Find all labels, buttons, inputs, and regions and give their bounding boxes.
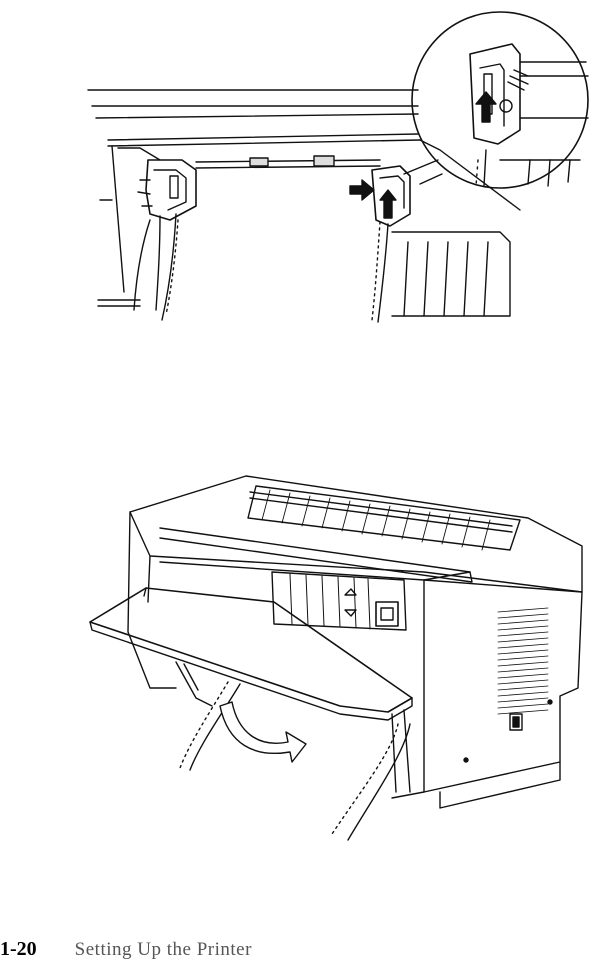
page-number: 1-20 [0, 938, 37, 961]
tractor-lever-illustration [0, 10, 592, 330]
page-footer: 1-20 Setting Up the Printer [0, 938, 592, 962]
printer-paper-guide-illustration [0, 462, 592, 847]
running-title: Setting Up the Printer [75, 939, 252, 961]
